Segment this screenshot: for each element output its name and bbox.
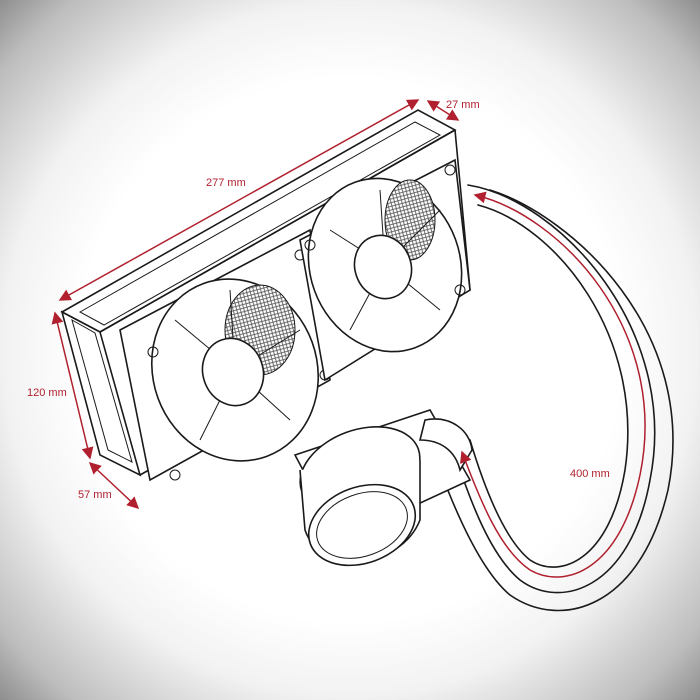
dim-length-line xyxy=(58,99,420,301)
label-thickness: 27 mm xyxy=(446,99,480,111)
dim-thickness-line xyxy=(426,100,460,121)
label-height: 120 mm xyxy=(27,387,67,399)
dim-tube-line xyxy=(460,191,646,578)
pump xyxy=(293,409,473,567)
dimension-lines xyxy=(51,99,646,578)
dim-height-line xyxy=(51,311,94,460)
dim-depth-line xyxy=(88,461,140,510)
label-tube-length: 400 mm xyxy=(570,468,610,480)
tubes xyxy=(439,184,674,612)
label-length: 277 mm xyxy=(206,177,246,189)
fan-left xyxy=(119,228,331,482)
label-depth: 57 mm xyxy=(78,489,112,501)
